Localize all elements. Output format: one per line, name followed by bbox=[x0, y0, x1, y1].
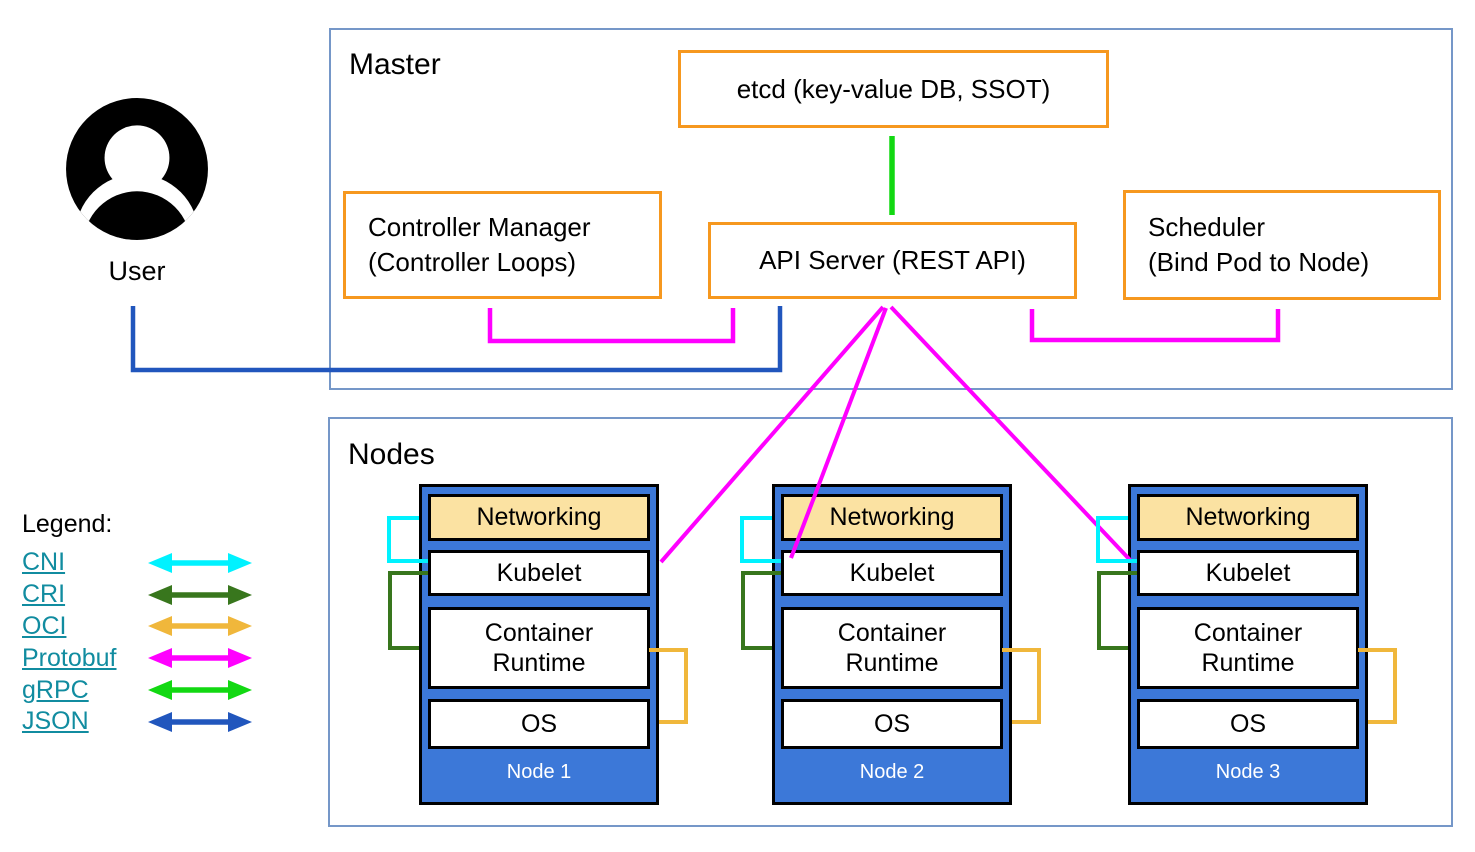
node-3-networking-layer: Networking bbox=[1137, 494, 1359, 541]
user-label: User bbox=[108, 256, 166, 286]
node-2-container-runtime-layer: Container Runtime bbox=[781, 607, 1003, 689]
cni-link[interactable]: CNI bbox=[22, 548, 66, 577]
legend-title: Legend: bbox=[22, 510, 113, 538]
legend-row-json: JSON bbox=[22, 706, 254, 738]
etcd-box: etcd (key-value DB, SSOT) bbox=[678, 50, 1109, 128]
nodes-title: Nodes bbox=[348, 438, 435, 471]
oci-link[interactable]: OCI bbox=[22, 611, 67, 640]
api-server-label: API Server (REST API) bbox=[759, 245, 1026, 275]
node-1-kubelet-layer: Kubelet bbox=[428, 550, 650, 596]
node-3-kubelet-layer: Kubelet bbox=[1137, 550, 1359, 596]
json-arrow-icon bbox=[148, 711, 252, 732]
legend-row-cri: CRI bbox=[22, 579, 254, 611]
node-3-container-runtime-layer: Container Runtime bbox=[1137, 607, 1359, 689]
protobuf-arrow-icon bbox=[148, 648, 252, 669]
node-1: Networking Kubelet Container Runtime OS … bbox=[419, 484, 659, 805]
node-2-name: Node 2 bbox=[859, 761, 925, 783]
node-3-os-layer: OS bbox=[1137, 699, 1359, 749]
scheduler-label-line2: (Bind Pod to Node) bbox=[1148, 247, 1370, 277]
scheduler-box: Scheduler (Bind Pod to Node) bbox=[1123, 190, 1441, 300]
controller-manager-box: Controller Manager (Controller Loops) bbox=[343, 191, 662, 299]
cni-arrow-icon bbox=[148, 552, 252, 573]
grpc-arrow-icon bbox=[148, 680, 252, 701]
user-icon bbox=[66, 98, 208, 240]
master-title: Master bbox=[349, 48, 441, 81]
grpc-link[interactable]: gRPC bbox=[22, 675, 89, 704]
legend-row-grpc: gRPC bbox=[22, 674, 254, 706]
controller-manager-label-line2: (Controller Loops) bbox=[368, 247, 577, 277]
node-3-name: Node 3 bbox=[1215, 761, 1281, 783]
cri-link[interactable]: CRI bbox=[22, 580, 66, 609]
node-2-os-layer: OS bbox=[781, 699, 1003, 749]
protobuf-link[interactable]: Protobuf bbox=[22, 643, 117, 672]
oci-arrow-icon bbox=[148, 616, 252, 637]
node-2-networking-layer: Networking bbox=[781, 494, 1003, 541]
node-1-name: Node 1 bbox=[506, 761, 572, 783]
legend-row-protobuf: Protobuf bbox=[22, 642, 254, 674]
node-1-os-layer: OS bbox=[428, 699, 650, 749]
legend: Legend: CNI CRI OCI Protobuf bbox=[22, 510, 254, 738]
node-2: Networking Kubelet Container Runtime OS … bbox=[772, 484, 1012, 805]
node-3: Networking Kubelet Container Runtime OS … bbox=[1128, 484, 1368, 805]
api-server-box: API Server (REST API) bbox=[708, 222, 1077, 299]
scheduler-label-line1: Scheduler bbox=[1148, 212, 1266, 242]
controller-manager-label-line1: Controller Manager bbox=[368, 212, 591, 242]
json-link[interactable]: JSON bbox=[22, 707, 89, 736]
node-2-kubelet-layer: Kubelet bbox=[781, 550, 1003, 596]
legend-row-cni: CNI bbox=[22, 547, 254, 579]
cri-arrow-icon bbox=[148, 584, 252, 605]
etcd-label: etcd (key-value DB, SSOT) bbox=[736, 73, 1051, 104]
node-1-networking-layer: Networking bbox=[428, 494, 650, 541]
node-1-container-runtime-layer: Container Runtime bbox=[428, 607, 650, 689]
legend-row-oci: OCI bbox=[22, 611, 254, 643]
